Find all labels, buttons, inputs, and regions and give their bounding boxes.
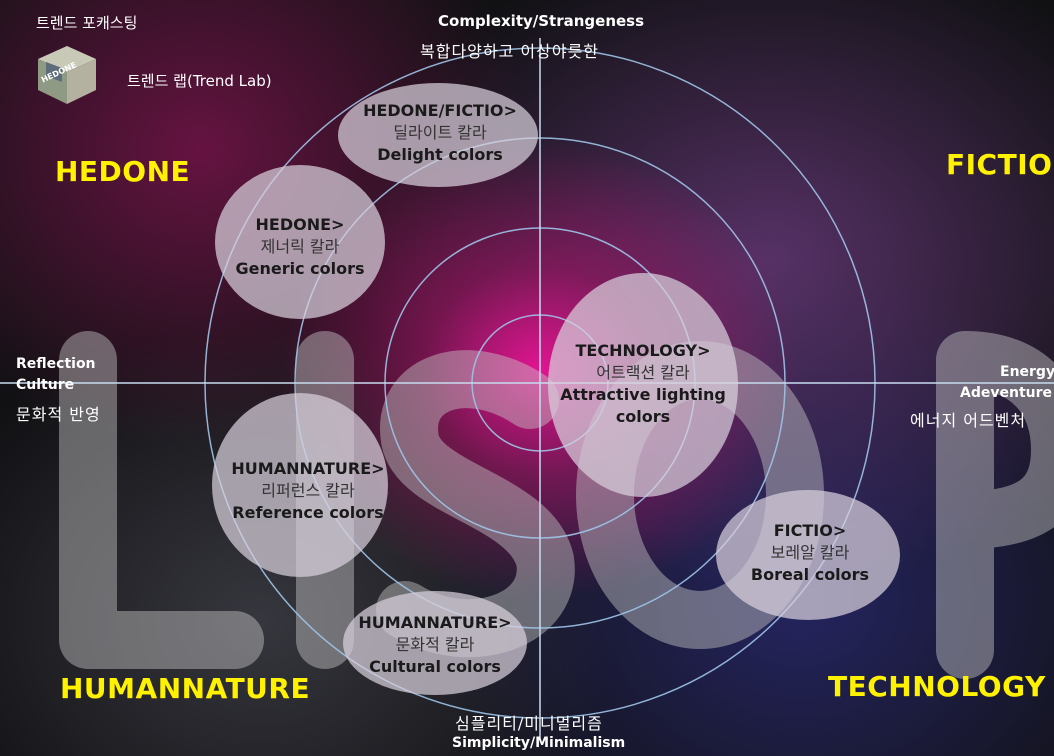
bubble-reference-kr: 리퍼런스 칼라 (261, 481, 355, 500)
header-title: 트렌드 포캐스팅 (36, 14, 138, 32)
bubble-reference-en: Reference colors (232, 503, 384, 522)
quadrant-humannature: HUMANNATURE (60, 672, 311, 705)
axis-left-kr: 문화적 반영 (16, 405, 101, 424)
axis-bottom-kr: 심플리티/미니멀리즘 (455, 714, 603, 733)
cube-icon (38, 46, 96, 104)
axis-bottom-en: Simplicity/Minimalism (452, 735, 626, 751)
axis-right-en-1: Energy (1000, 364, 1054, 380)
bubble-boreal-en: Boreal colors (750, 565, 870, 584)
letter-l (59, 331, 264, 669)
bubble-generic-shape (215, 165, 385, 319)
bubble-attractive-kr: 어트랙션 칼라 (596, 363, 690, 382)
bubble-delight-kr: 딜라이트 칼라 (393, 123, 487, 142)
bubble-generic-kr: 제너릭 칼라 (260, 237, 340, 256)
bubble-cultural: HUMANNATURE> 문화적 칼라 Cultural colors (335, 612, 535, 678)
bubble-reference-shape (212, 393, 388, 577)
bubble-boreal-category: FICTIO> (773, 521, 847, 540)
trend-lab-logo: HEDONE (34, 42, 100, 108)
bubble-delight-shape (338, 83, 538, 187)
letter-p (936, 331, 1054, 679)
bubble-attractive-shape (548, 273, 738, 497)
quadrant-fictio: FICTIO (946, 148, 1053, 181)
quadrant-hedone: HEDONE (55, 155, 191, 188)
bubble-reference: HUMANNATURE> 리퍼런스 칼라 Reference colors (210, 458, 406, 524)
bubble-generic-en: Generic colors (235, 259, 365, 278)
axis-top-en: Complexity/Strangeness (438, 12, 645, 30)
axis-left-en-1: Reflection (16, 356, 96, 372)
bubble-delight-en: Delight colors (377, 145, 503, 164)
bubble-attractive: TECHNOLOGY> 어트랙션 칼라 Attractive lighting … (548, 340, 738, 428)
bubble-generic-category: HEDONE> (255, 215, 345, 234)
bubble-cultural-category: HUMANNATURE> (358, 613, 512, 632)
bubble-delight: HEDONE/FICTIO> 딜라이트 칼라 Delight colors (340, 100, 540, 166)
bubble-boreal-shape (716, 490, 900, 620)
bubble-cultural-en: Cultural colors (369, 657, 501, 676)
bubble-attractive-category: TECHNOLOGY> (575, 341, 711, 360)
trend-lab-label: 트렌드 랩(Trend Lab) (127, 72, 272, 90)
bubble-boreal-kr: 보레알 칼라 (770, 543, 850, 562)
bubble-reference-category: HUMANNATURE> (231, 459, 385, 478)
axis-left-en-2: Culture (16, 377, 75, 393)
axis-top-kr: 복합다양하고 이상야릇한 (420, 42, 600, 61)
axis-right-en-2: Adeventure (960, 385, 1052, 401)
bubble-boreal: FICTIO> 보레알 칼라 Boreal colors (730, 520, 890, 586)
bubble-delight-category: HEDONE/FICTIO> (363, 101, 517, 120)
bubble-cultural-shape (343, 591, 527, 695)
bubble-attractive-en: Attractive lighting colors (560, 385, 726, 426)
axis-right-kr: 에너지 어드벤처 (910, 411, 1027, 430)
bubble-cultural-kr: 문화적 칼라 (395, 635, 475, 654)
quadrant-technology: TECHNOLOGY (828, 670, 1046, 703)
bubble-generic: HEDONE> 제너릭 칼라 Generic colors (220, 214, 380, 280)
